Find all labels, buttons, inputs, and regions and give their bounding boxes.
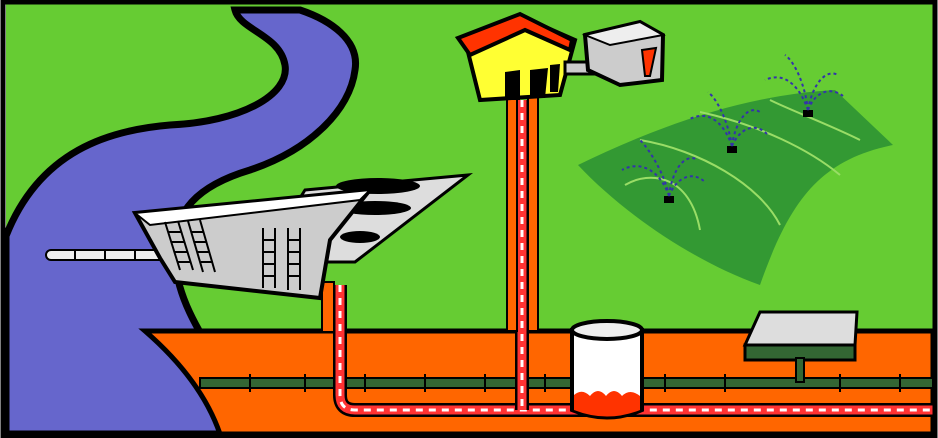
storage-tank-icon [572,321,642,418]
plant-support-leg [322,282,334,332]
intake-pipe-icon [46,250,166,260]
